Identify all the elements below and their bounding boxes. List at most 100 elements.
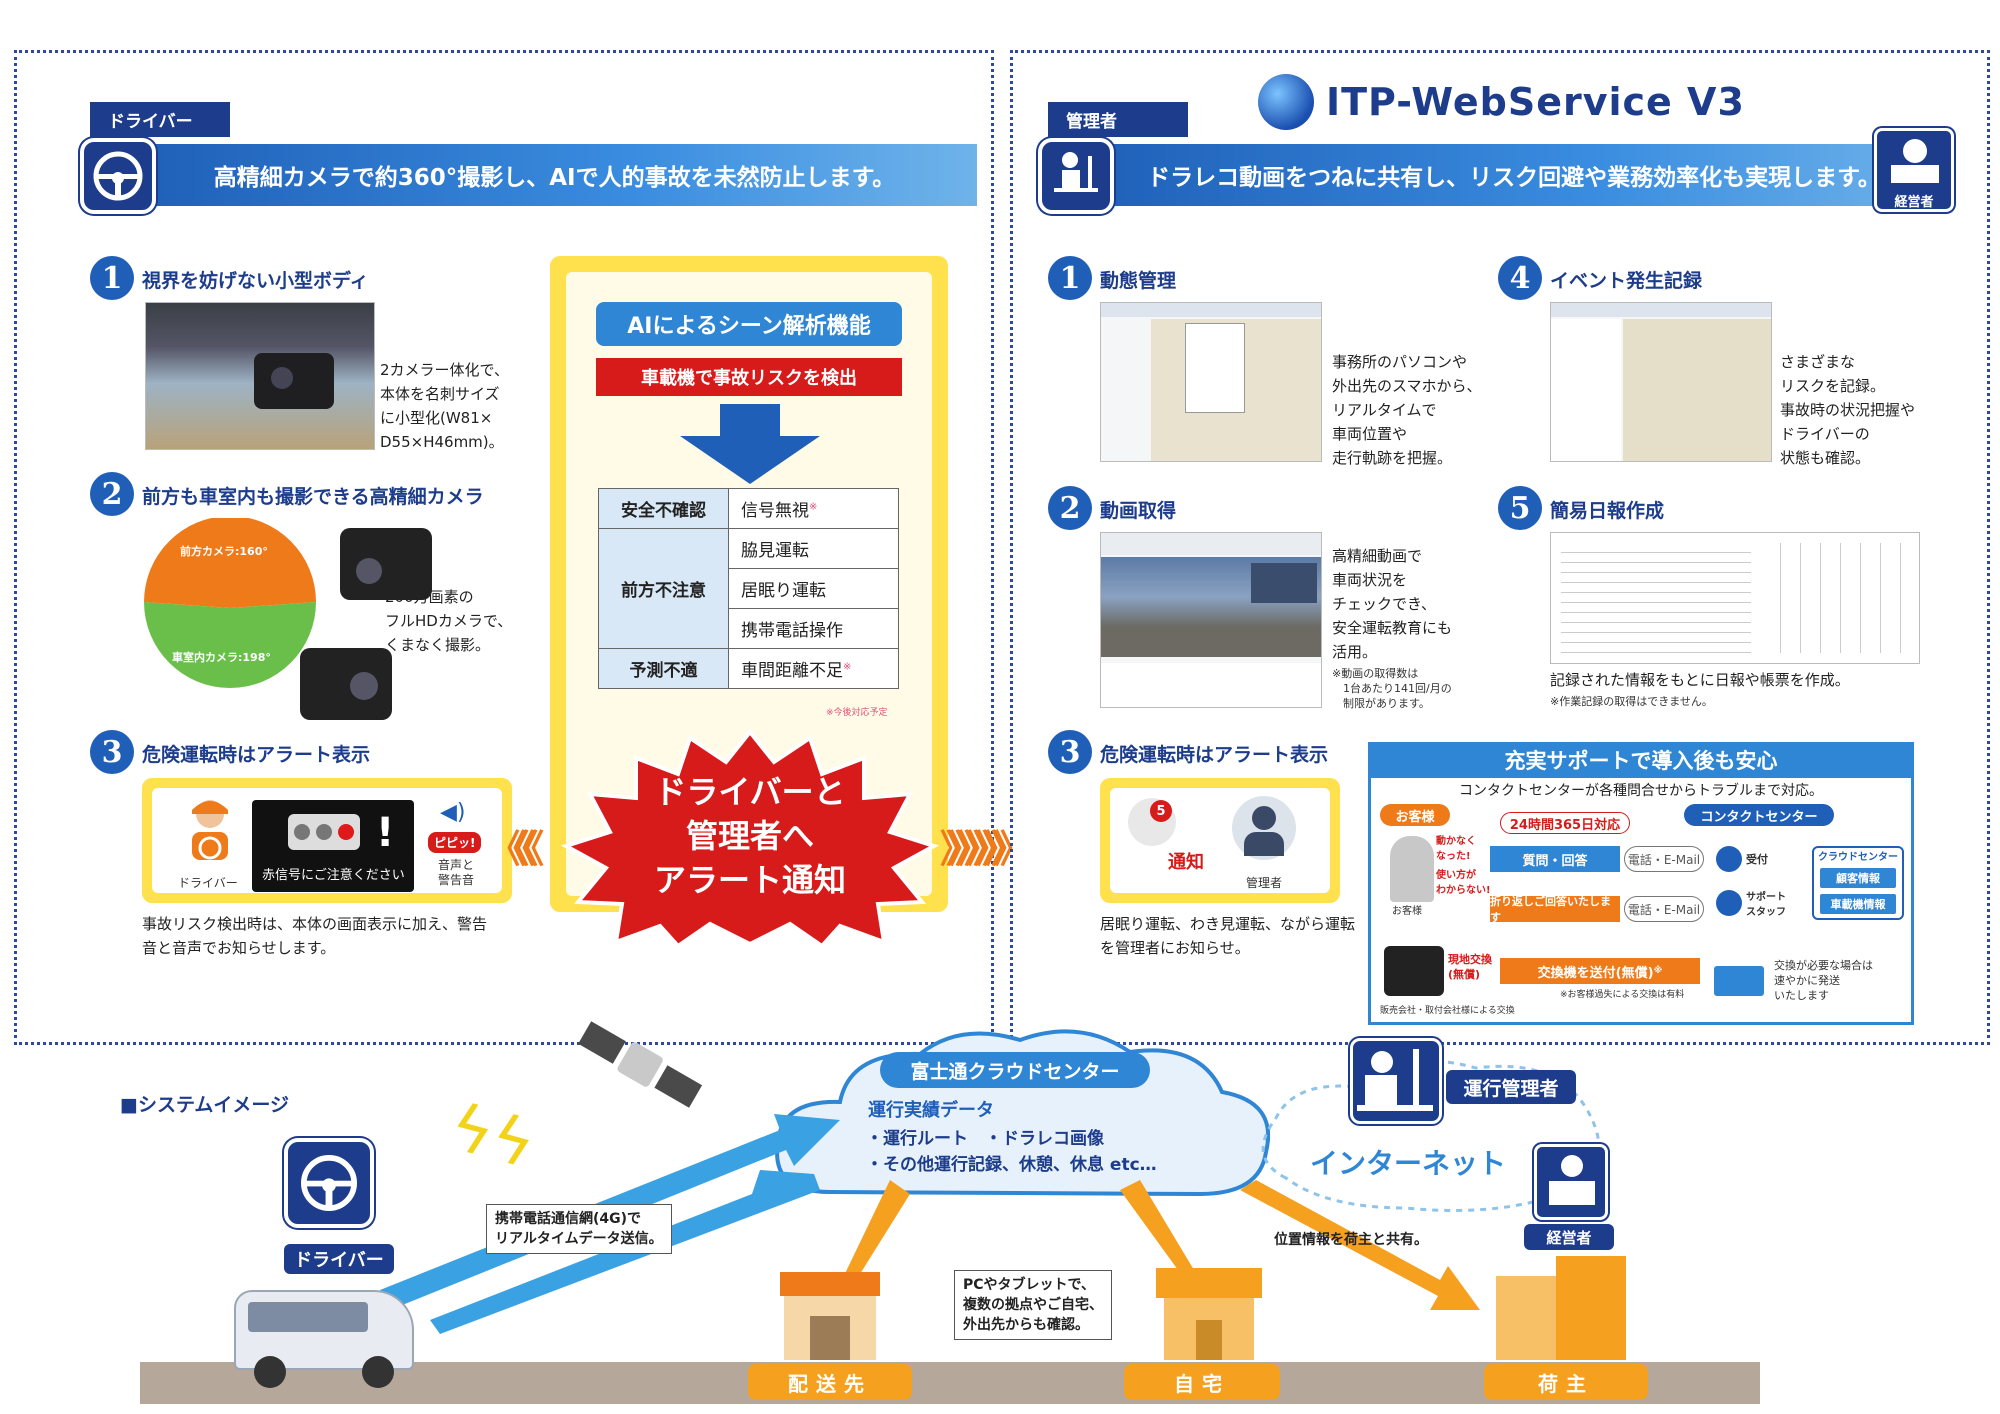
step-number-r2: 2 xyxy=(1048,486,1092,530)
section-text-event-log: さまざまな リスクを記録。 事故時の状況把握や ドライバーの 状態も確認。 xyxy=(1780,353,1916,467)
place-delivery: 配送先 xyxy=(748,1364,912,1400)
table-row: 安全不確認信号無視※ xyxy=(598,488,899,529)
cloud-line-2: ・その他運行記録、休憩、休息 etc… xyxy=(866,1155,1157,1175)
manager-tag: 管理者 xyxy=(1048,102,1188,137)
section-text-hd-camera: 200万画素の フルHDカメラで、 くまなく撮影。 xyxy=(385,588,513,654)
section-title-manager-alert: 危険運転時はアラート表示 xyxy=(1100,744,1329,766)
section-text-manager-alert: 居眠り運転、わき見運転、ながら運転 を管理者にお知らせ。 xyxy=(1100,915,1356,957)
exec-system-label: 経営者 xyxy=(1524,1224,1614,1250)
screen-display: ! xyxy=(252,800,414,892)
manager-label: 管理者 xyxy=(1246,876,1283,890)
section-text-tracking: 事務所のパソコンや 外出先のスマホから、 リアルタイムで 車両位置や 走行軌跡を… xyxy=(1332,353,1482,467)
network-note: 携帯電話通信網(4G)で リアルタイムデータ送信。 xyxy=(486,1204,672,1254)
risk-category: 予測不適 xyxy=(598,648,729,689)
support-subtitle: コンタクトセンターが各種問合せからトラブルまで対応。 xyxy=(1459,783,1823,799)
customer-label: お客様 xyxy=(1392,906,1422,917)
driver-panel xyxy=(14,50,994,1045)
risk-item: 居眠り運転 xyxy=(728,568,899,609)
front-camera-angle: 前方カメラ:160° xyxy=(180,545,268,558)
daily-report-screenshot xyxy=(1550,532,1920,664)
step-number-2: 2 xyxy=(90,472,134,516)
table-row: 予測不適車間距離不足※ xyxy=(598,648,899,689)
table-row: 居眠り運転 xyxy=(599,568,899,609)
cloud-center-box xyxy=(1812,846,1904,920)
tracking-screenshot xyxy=(1100,302,1322,462)
manager-panel xyxy=(1010,50,1990,1045)
notification-badge: 5 xyxy=(1150,800,1172,822)
ai-subtitle: 車載機で事故リスクを検出 xyxy=(596,358,902,396)
reception-icon xyxy=(1716,846,1742,872)
driver-tag: ドライバー xyxy=(90,102,230,137)
itp-logo-icon xyxy=(1258,74,1314,130)
system-heading: ■システムイメージ xyxy=(120,1094,290,1116)
steering-wheel-icon xyxy=(80,138,156,214)
place-home: 自宅 xyxy=(1124,1364,1280,1400)
driver-system-label: ドライバー xyxy=(284,1244,394,1274)
risk-item: 携帯電話操作 xyxy=(728,608,899,649)
executive-label: 経営者 xyxy=(1894,195,1934,210)
risk-table: 安全不確認信号無視※ 前方不注意脇見運転 居眠り運転 携帯電話操作 予測不適車間… xyxy=(598,488,899,689)
customer-figure xyxy=(1390,836,1434,902)
video-note: ※動画の取得数は 1台あたり141回/月の 制限があります。 xyxy=(1332,667,1452,710)
callback-arrow: 折り返しご回答いたします xyxy=(1490,895,1620,924)
itp-logo-text: ITP-WebService V3 xyxy=(1326,80,1745,124)
cabin-camera-angle: 車室内カメラ:198° xyxy=(172,651,271,664)
manager-banner: ドラレコ動画をつねに共有し、リスク回避や業務効率化も実現します。 xyxy=(1080,144,1948,206)
section-text-video: 高精細動画で 車両状況を チェックでき、 安全運転教育にも 活用。 xyxy=(1332,547,1453,661)
store-icon xyxy=(780,1272,880,1360)
operator-icon xyxy=(1232,796,1296,860)
step-number-r5: 5 xyxy=(1498,486,1542,530)
send-mark: ※ xyxy=(1653,966,1663,976)
dashcam-photo xyxy=(145,302,375,450)
daily-report-note: ※作業記録の取得はできません。 xyxy=(1550,695,1713,708)
down-arrow xyxy=(680,404,820,484)
ai-footnote: ※今後対応予定 xyxy=(826,708,888,718)
section-title-compact-body: 視界を妨げない小型ボディ xyxy=(142,270,369,292)
section-text-daily-report: 記録された情報をもとに日報や帳票を作成。 xyxy=(1550,671,1850,689)
send-label: 交換機を送付(無償) xyxy=(1537,965,1654,981)
driver-label: ドライバー xyxy=(178,876,238,890)
ai-title: AIによるシーン解析機能 xyxy=(596,302,902,346)
ops-manager-label: 運行管理者 xyxy=(1446,1070,1576,1104)
van-icon xyxy=(234,1290,458,1388)
screen-message: 赤信号にご注意ください xyxy=(262,868,405,883)
hours-pill: 24時間365日対応 xyxy=(1500,812,1630,834)
building-icon xyxy=(1496,1256,1626,1360)
speaker-icon: ◀) xyxy=(440,800,466,825)
worried-text-1: 動かなく なった! xyxy=(1436,836,1476,862)
camera-rear-photo xyxy=(300,648,392,720)
risk-item: 車間距離不足※ xyxy=(728,648,899,689)
qa-channel: 電話・E-Mail xyxy=(1624,846,1704,872)
section-text-alert: 事故リスク検出時は、本体の画面表示に加え、警告 音と音声でお知らせします。 xyxy=(142,915,488,957)
executive-icon: 経営者 xyxy=(1874,128,1954,212)
step-number-r1: 1 xyxy=(1048,256,1092,300)
pc-note: PCやタブレットで、 複数の拠点やご自宅、 外出先からも確認。 xyxy=(954,1270,1112,1340)
place-shipper: 荷主 xyxy=(1484,1364,1648,1400)
step-number-3: 3 xyxy=(90,730,134,774)
step-number-r3: 3 xyxy=(1048,730,1092,774)
section-title-alert: 危険運転時はアラート表示 xyxy=(142,744,371,766)
callback-channel: 電話・E-Mail xyxy=(1624,896,1704,922)
when-note: 交換が必要な場合は 速やかに発送 いたします xyxy=(1774,959,1873,1002)
cloud-subtitle: 運行実績データ xyxy=(868,1100,994,1121)
risk-item: 脇見運転 xyxy=(728,528,899,569)
ops-manager-icon xyxy=(1350,1038,1442,1124)
cloud-center-label: クラウドセンター xyxy=(1818,852,1898,863)
house-icon xyxy=(1156,1268,1262,1360)
internet-label: インターネット xyxy=(1310,1147,1507,1180)
fee-note: ※お客様過失による交換は有料 xyxy=(1560,990,1685,1000)
driver-icon xyxy=(192,800,228,860)
section-title-tracking: 動態管理 xyxy=(1100,270,1177,292)
section-title-hd-camera: 前方も車室内も撮影できる高精細カメラ xyxy=(142,486,484,508)
exec-system-icon xyxy=(1534,1144,1608,1220)
center-pill: コンタクトセンター xyxy=(1684,804,1834,826)
staff-icon xyxy=(1716,890,1742,916)
send-arrow: 交換機を送付(無償)※ xyxy=(1500,958,1700,984)
section-title-video: 動画取得 xyxy=(1100,500,1177,522)
table-row: 携帯電話操作 xyxy=(599,608,899,649)
device-photo xyxy=(1384,946,1444,996)
notify-label: 通知 xyxy=(1168,852,1204,873)
arrow-right-chevrons: 》》》》》》》 xyxy=(940,827,1032,871)
qa-arrow: 質問・回答 xyxy=(1490,846,1620,872)
step-number-r4: 4 xyxy=(1498,256,1542,300)
